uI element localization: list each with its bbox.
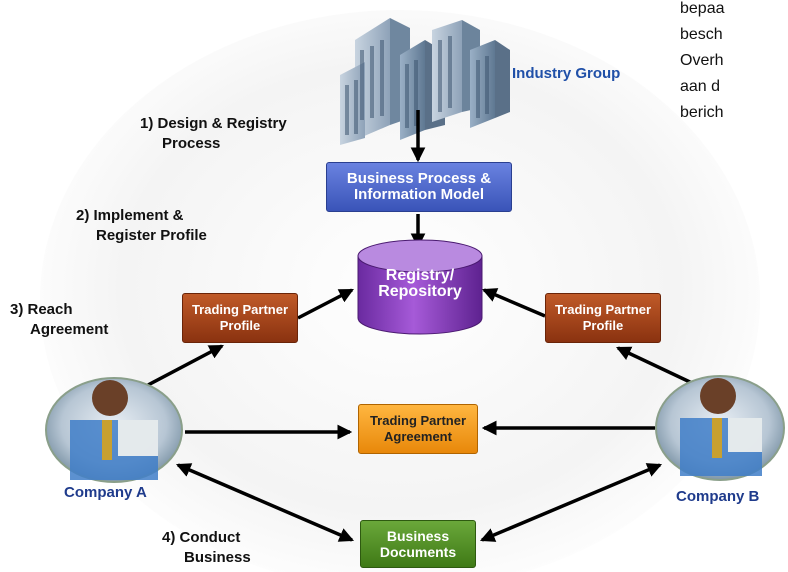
industry-group-buildings-icon <box>340 18 510 145</box>
side-text-fragment-5: berich <box>680 104 724 121</box>
arrows <box>147 110 693 542</box>
step-1-line-1: 1) Design & Registry <box>140 115 287 132</box>
tpp-right-line-2: Profile <box>582 318 624 333</box>
arrow-tpp-right-to-registry <box>481 288 546 318</box>
arrow-company-a-to-tpp-left <box>147 344 224 387</box>
step-2-label: 2) Implement & Register Profile <box>76 206 207 246</box>
trading-partner-profile-right-box: Trading Partner Profile <box>545 293 661 343</box>
company-a-label: Company A <box>64 484 147 501</box>
business-process-info-model-box: Business Process & Information Model <box>326 162 512 212</box>
tpp-right-line-1: Trading Partner <box>554 302 652 317</box>
step-2-line-2: Register Profile <box>96 227 207 244</box>
business-documents-box: Business Documents <box>360 520 476 568</box>
step-4-line-1: 4) Conduct <box>162 529 241 546</box>
side-text-fragment-4: aan d <box>680 78 721 95</box>
trading-partner-agreement-box: Trading Partner Agreement <box>358 404 478 454</box>
tpa-line-2: Agreement <box>384 429 452 444</box>
side-text-fragment-3: Overh <box>680 52 724 69</box>
arrow-company-a-docs <box>175 463 355 542</box>
arrow-tpp-left-to-registry <box>297 288 354 320</box>
registry-line-2: Repository <box>378 283 462 300</box>
step-4-label: 4) Conduct Business <box>162 528 251 568</box>
bpim-line-2: Information Model <box>354 186 484 203</box>
tpa-line-1: Trading Partner <box>369 413 467 428</box>
tpp-left-line-1: Trading Partner <box>191 302 289 317</box>
company-b-label: Company B <box>676 488 760 505</box>
step-1-label: 1) Design & Registry Process <box>140 114 287 154</box>
docs-line-2: Documents <box>379 544 457 560</box>
side-text-fragment-2: besch <box>680 26 723 43</box>
registry-repository-cylinder <box>357 239 483 335</box>
docs-line-1: Business <box>386 528 450 544</box>
registry-line-1: Registry/ <box>385 267 455 284</box>
step-4-line-2: Business <box>184 549 251 566</box>
side-text-fragment-1: bepaa <box>680 0 725 17</box>
company-b-photo <box>655 375 785 481</box>
tpp-left-line-2: Profile <box>219 318 261 333</box>
step-3-label: 3) Reach Agreement <box>10 300 108 340</box>
step-3-line-1: 3) Reach <box>10 301 73 318</box>
step-2-line-1: 2) Implement & <box>76 207 184 224</box>
trading-partner-profile-left-box: Trading Partner Profile <box>182 293 298 343</box>
company-a-photo <box>45 377 183 483</box>
step-1-line-2: Process <box>162 135 221 152</box>
arrow-company-b-docs <box>479 463 663 542</box>
registry-repository-label: Registry/ Repository <box>360 262 480 306</box>
bpim-line-1: Business Process & <box>346 170 492 187</box>
step-3-line-2: Agreement <box>30 321 109 338</box>
arrow-company-b-to-tpp-right <box>616 346 693 385</box>
industry-group-label: Industry Group <box>512 65 621 82</box>
